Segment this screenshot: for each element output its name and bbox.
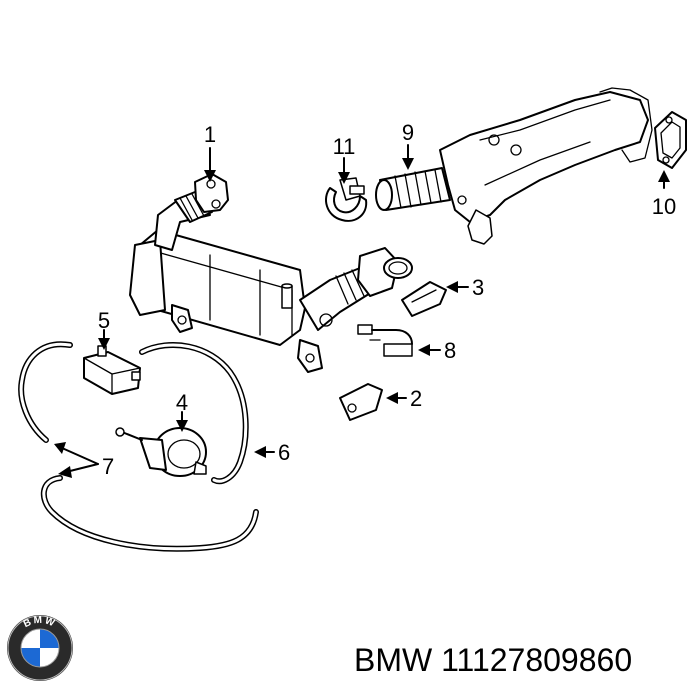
callout-7: 7 <box>102 454 114 479</box>
bracket-part-3 <box>401 281 447 317</box>
callout-5: 5 <box>98 308 110 333</box>
egr-cooler-part-1 <box>129 173 413 373</box>
svg-text:BMW: BMW <box>22 615 58 630</box>
callout-2: 2 <box>410 386 422 411</box>
callout-3: 3 <box>472 275 484 300</box>
bmw-logo-icon: BMW <box>7 615 73 681</box>
bracket-part-2 <box>339 383 383 421</box>
vacuum-hose-part-7 <box>18 341 259 552</box>
callout-9: 9 <box>402 120 414 145</box>
callout-10: 10 <box>652 194 676 219</box>
gasket-part-10 <box>654 111 687 169</box>
callout-4: 4 <box>176 390 188 415</box>
callout-1: 1 <box>204 122 216 147</box>
clamp-part-11 <box>325 177 368 222</box>
vacuum-hose-part-6 <box>139 342 249 485</box>
callout-6: 6 <box>278 440 290 465</box>
vacuum-actuator-part-4 <box>115 427 207 477</box>
part-number-caption: BMW 11127809860 <box>354 642 633 678</box>
sensor-part-8 <box>357 324 413 357</box>
pressure-converter-part-5 <box>83 345 141 395</box>
callout-8: 8 <box>444 338 456 363</box>
callout-leaders <box>54 144 670 478</box>
egr-pipe-part-9 <box>375 87 653 245</box>
callout-11: 11 <box>333 134 356 159</box>
callout-labels: 1 2 3 4 5 6 7 8 9 10 11 <box>98 120 676 479</box>
